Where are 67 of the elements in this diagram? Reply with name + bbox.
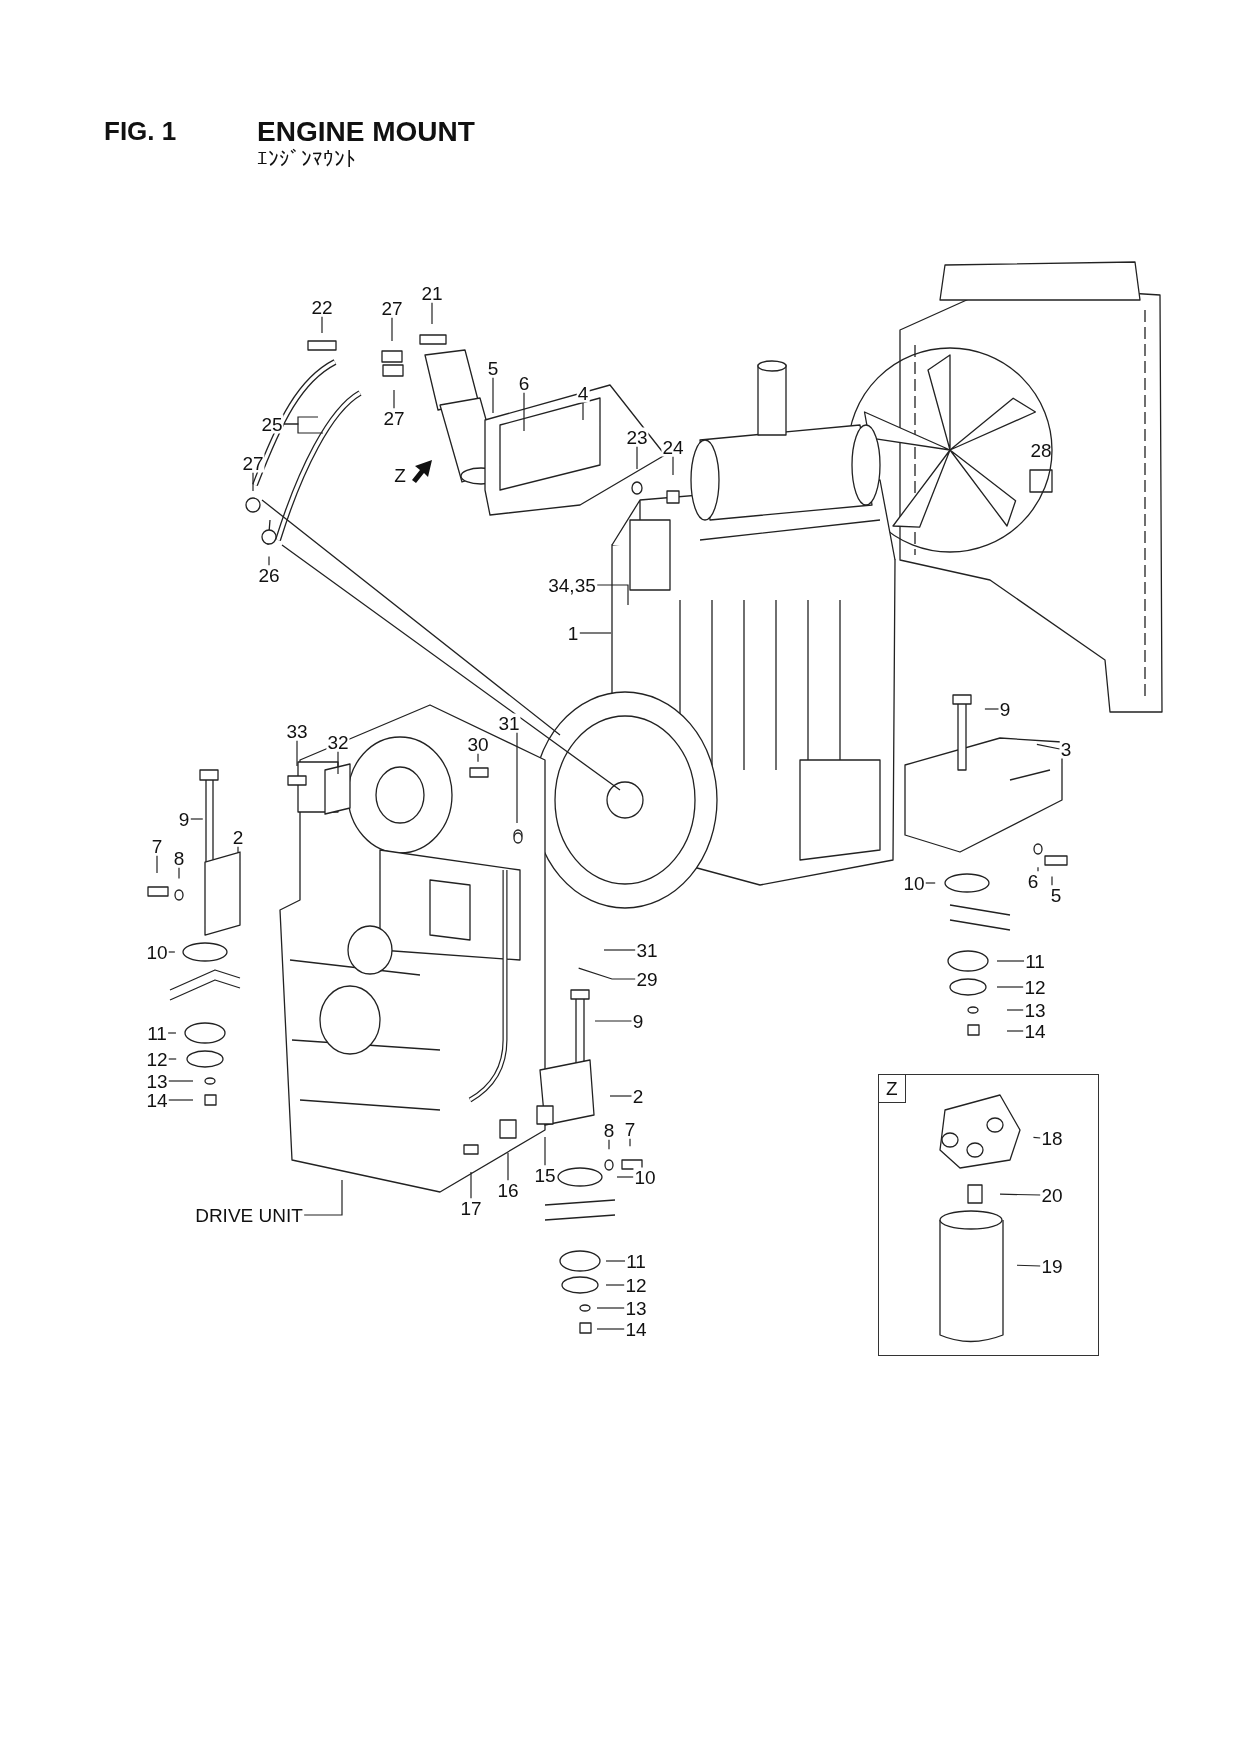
leader-line bbox=[167, 951, 176, 953]
callout-number: 25 bbox=[260, 414, 284, 434]
leader-line bbox=[252, 471, 254, 492]
leader-line bbox=[1037, 866, 1039, 873]
leader-line bbox=[393, 389, 395, 410]
leader-line bbox=[616, 1176, 635, 1178]
leader-line bbox=[996, 986, 1025, 988]
callout-number: 10 bbox=[633, 1167, 657, 1187]
leader-line bbox=[507, 1152, 509, 1182]
leader-line bbox=[596, 1307, 626, 1309]
leader-line bbox=[629, 1137, 631, 1147]
leader-line bbox=[523, 391, 525, 432]
leader-line bbox=[303, 1179, 343, 1216]
title-translation: ｴﾝｼﾞﾝﾏｳﾝﾄ bbox=[257, 148, 356, 169]
leader-line bbox=[492, 376, 494, 414]
leader-line bbox=[178, 866, 180, 880]
leader-line bbox=[167, 1032, 177, 1034]
leader-line bbox=[605, 1284, 626, 1286]
leader-line bbox=[605, 1260, 626, 1262]
figure-number: FIG. 1 bbox=[104, 118, 177, 144]
leader-line bbox=[431, 301, 433, 325]
leader-line bbox=[167, 1099, 194, 1101]
leader-line bbox=[167, 1080, 194, 1082]
callout-number: 3 bbox=[1059, 739, 1073, 759]
leader-line bbox=[596, 1328, 626, 1330]
leader-line bbox=[924, 882, 936, 884]
leader-line bbox=[296, 739, 298, 767]
leader-line bbox=[477, 752, 479, 763]
leader-line bbox=[156, 854, 158, 874]
leader-line bbox=[237, 845, 239, 854]
callout-number: 28 bbox=[1030, 440, 1052, 460]
leader-line bbox=[636, 445, 638, 470]
leader-line bbox=[1032, 1136, 1042, 1139]
leader-line bbox=[391, 316, 393, 342]
leader-line bbox=[1006, 1009, 1025, 1011]
leader-line bbox=[582, 401, 584, 421]
leader-line bbox=[189, 818, 204, 820]
leader-line bbox=[603, 949, 637, 951]
leader-line bbox=[578, 632, 612, 634]
leader-line bbox=[1016, 1264, 1042, 1267]
leader-line bbox=[1036, 743, 1061, 750]
leader-line bbox=[1051, 875, 1053, 887]
leader-line bbox=[578, 967, 637, 980]
leader-line bbox=[999, 1193, 1042, 1196]
leader-line bbox=[996, 960, 1025, 962]
leader-line bbox=[608, 1138, 610, 1150]
callout-number: 27 bbox=[241, 453, 265, 473]
detail-view-frame bbox=[878, 1074, 1099, 1356]
callout-number: 23 bbox=[625, 427, 649, 447]
diagram-title: ENGINE MOUNT bbox=[257, 118, 475, 146]
view-label: Z bbox=[879, 1075, 906, 1103]
leader-line bbox=[321, 315, 323, 334]
leader-line bbox=[470, 1171, 472, 1200]
callout-number: 31 bbox=[497, 713, 521, 733]
view-letter: Z bbox=[394, 465, 406, 485]
leader-line bbox=[268, 555, 270, 567]
leader-line bbox=[167, 1058, 177, 1060]
leader-line bbox=[984, 708, 1000, 710]
leader-line bbox=[672, 455, 674, 476]
leader-line bbox=[337, 750, 339, 775]
leader-line bbox=[282, 423, 324, 434]
leader-line bbox=[1006, 1030, 1025, 1032]
leader-line bbox=[544, 1136, 546, 1167]
leader-line bbox=[609, 1095, 633, 1097]
leader-line bbox=[516, 731, 518, 824]
leader-line bbox=[594, 1020, 633, 1022]
leader-line bbox=[596, 584, 629, 606]
